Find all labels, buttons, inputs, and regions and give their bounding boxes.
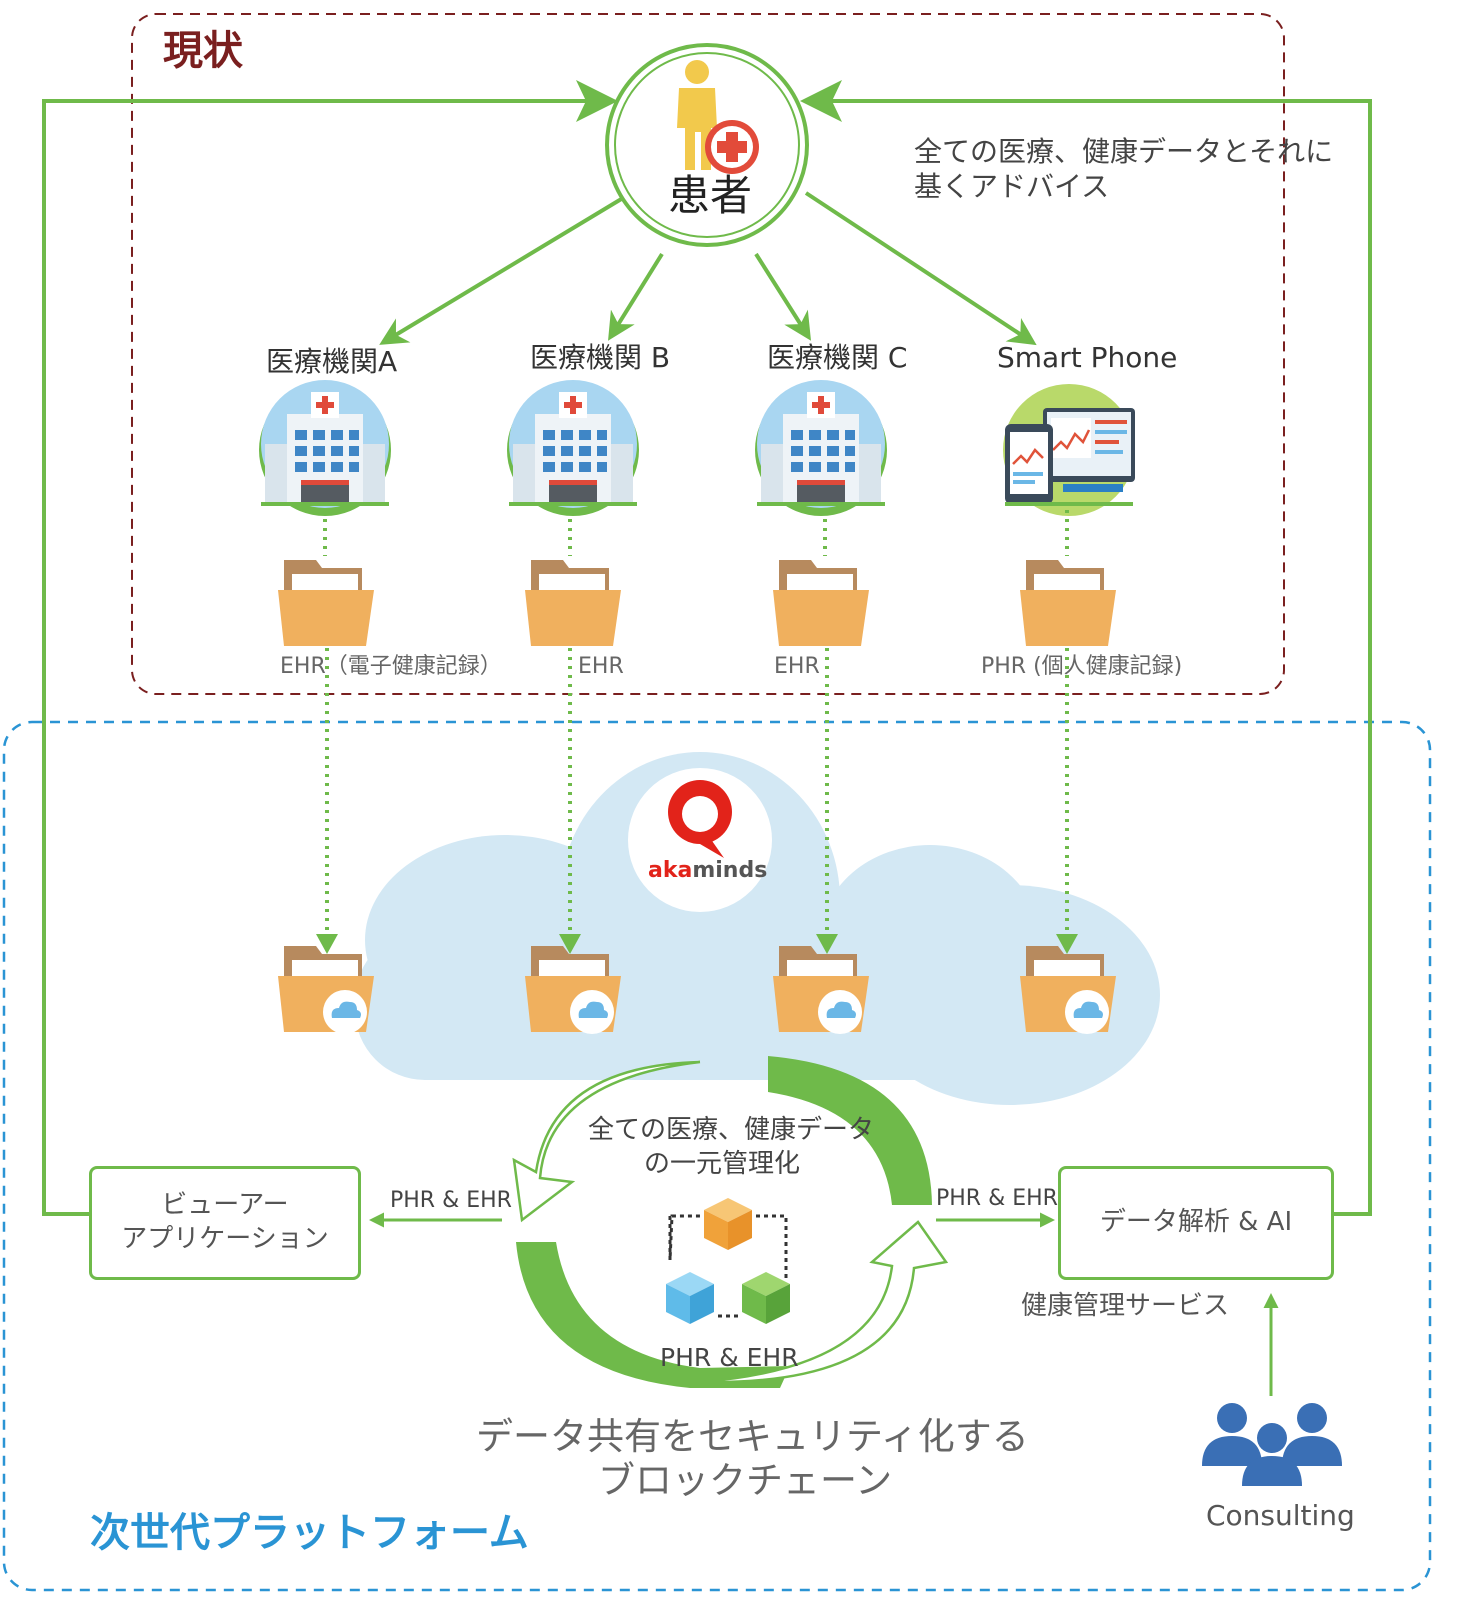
arrow-to-institution-c — [754, 252, 811, 341]
arrow-to-institution-b — [608, 252, 664, 341]
analysis-label: データ解析 & AI — [1099, 1207, 1293, 1238]
analysis-ai-box: データ解析 & AI — [1058, 1166, 1334, 1280]
patient-label: 患者 — [668, 171, 753, 220]
dotted-d-arrowhead — [1056, 934, 1078, 954]
folder-b-icon — [525, 560, 621, 646]
next-platform-boundary — [2, 720, 1432, 1592]
viewer-line2: アプリケーション — [121, 1224, 329, 1254]
record-d-label: PHR (個人健康記録) — [981, 654, 1183, 679]
current-state-boundary — [131, 13, 1285, 695]
cloud-badge-d-icon — [1065, 990, 1109, 1034]
cloud-badge-b-icon — [570, 990, 614, 1034]
record-a-label: EHR（電子健康記録） — [280, 654, 502, 679]
cloud-badge-c-icon — [818, 990, 862, 1034]
right-feedback-arrowhead — [800, 80, 842, 122]
blockchain-outline-arrow-left — [512, 1060, 701, 1223]
viewer-application-box: ビューアー アプリケーション — [89, 1166, 361, 1280]
left-feedback-arrowhead — [576, 80, 618, 122]
viewer-flow-label: PHR & EHR — [390, 1188, 512, 1213]
blockchain-center-line1: 全ての医療、健康データ — [588, 1115, 875, 1145]
wordmark-part1: aka — [648, 858, 693, 883]
advice-text-line1: 全ての医療、健康データとそれに — [914, 135, 1334, 168]
right-feedback-line — [830, 99, 1372, 1216]
left-feedback-line — [42, 99, 600, 1216]
blockchain-thick-arrow-bottom — [516, 1242, 790, 1388]
viewer-line1: ビューアー — [161, 1190, 289, 1221]
akaminds-wordmark: akaminds — [648, 858, 767, 883]
smartphone-label: Smart Phone — [997, 341, 1178, 374]
hospital-c-icon — [755, 380, 887, 516]
akaminds-logo — [628, 768, 772, 912]
blockchain-thick-arrow-top — [768, 1056, 932, 1205]
arrow-to-smartphone — [804, 191, 1037, 346]
smartphone-dashboard-icon — [1003, 384, 1135, 516]
current-state-title: 現状 — [163, 28, 243, 74]
blockchain-center-line2: の一元管理化 — [644, 1149, 801, 1179]
dotted-a-arrowhead — [316, 934, 338, 954]
folder-d-icon — [1020, 560, 1116, 646]
blockchain-outline-arrow-right — [699, 1220, 949, 1384]
record-b-label: EHR — [578, 654, 624, 679]
folder-c-icon — [773, 560, 869, 646]
blockchain-data-label: PHR & EHR — [660, 1343, 799, 1372]
next-platform-title: 次世代プラットフォーム — [90, 1510, 529, 1556]
institution-a-label: 医療機関A — [266, 345, 398, 378]
institution-c-label: 医療機関 C — [767, 341, 908, 374]
consulting-label: Consulting — [1206, 1499, 1355, 1532]
cloud-badge-a-icon — [323, 990, 367, 1034]
record-c-label: EHR — [774, 654, 820, 679]
arrow-to-institution-a — [379, 196, 625, 345]
institution-b-label: 医療機関 B — [530, 341, 671, 374]
health-service-label: 健康管理サービス — [1021, 1291, 1230, 1321]
blockchain-caption-line1: データ共有をセキュリティ化する — [476, 1415, 1029, 1458]
dotted-b-arrowhead — [559, 934, 581, 954]
medical-cross-icon — [705, 120, 759, 174]
advice-text-line2: 基くアドバイス — [914, 170, 1110, 203]
folder-a-icon — [278, 560, 374, 646]
blockchain-cubes-icon — [666, 1198, 790, 1324]
blockchain-caption-line2: ブロックチェーン — [598, 1459, 893, 1502]
hospital-b-icon — [507, 380, 639, 516]
wordmark-part2: minds — [692, 858, 768, 883]
hospital-a-icon — [259, 380, 391, 516]
dotted-c-arrowhead — [816, 934, 838, 954]
analysis-flow-label: PHR & EHR — [936, 1186, 1058, 1211]
consulting-users-icon — [1202, 1403, 1342, 1486]
